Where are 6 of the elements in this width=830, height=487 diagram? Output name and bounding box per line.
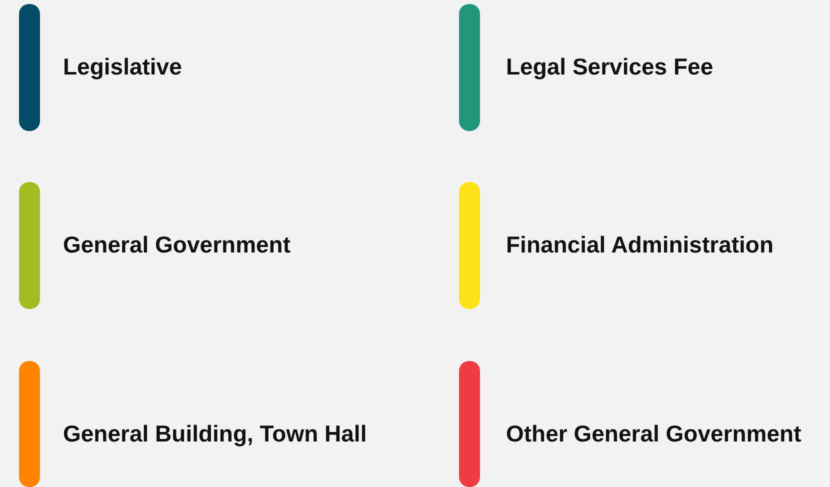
legend-label: General Government: [63, 232, 292, 258]
legend-label: Other General Government: [506, 420, 802, 448]
legend-label: Legislative: [63, 54, 183, 80]
legend-label: General Building, Town Hall: [63, 420, 368, 448]
legend-label: Financial Administration: [506, 232, 775, 258]
legend-label: Legal Services Fee: [506, 54, 714, 80]
